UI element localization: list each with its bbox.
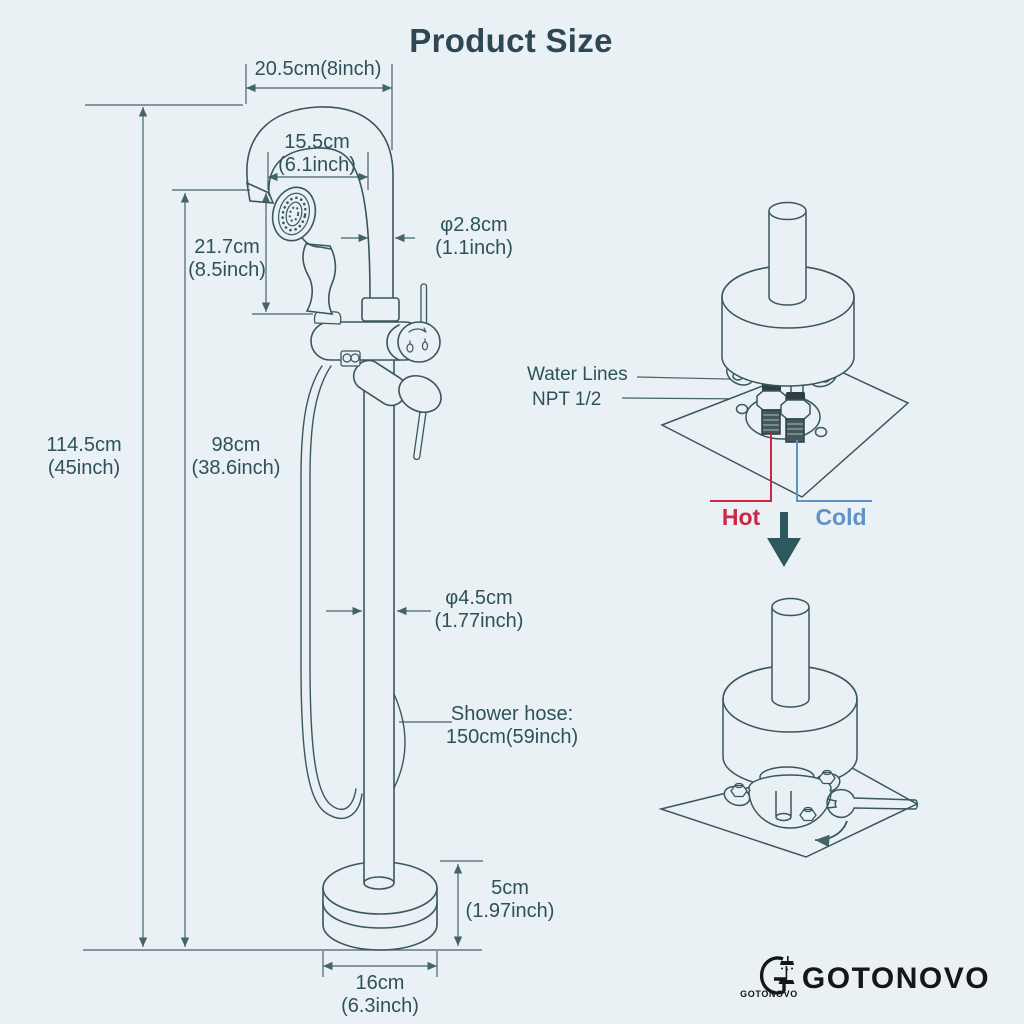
dim-text: 21.7cm — [194, 236, 260, 258]
dimension-lines — [83, 64, 772, 977]
faucet-base-body — [722, 597, 858, 788]
faucet-drawing — [245, 106, 442, 951]
cold-water-line — [796, 440, 872, 502]
dim-text: (8.5inch) — [188, 259, 266, 281]
dim-text: (1.77inch) — [434, 610, 524, 632]
dim-text: (6.1inch) — [278, 154, 356, 176]
install-diagram-bottom — [658, 597, 919, 858]
gotonovo-logo-icon — [759, 956, 795, 995]
diverter-knob — [386, 321, 441, 363]
dim-label-total-height: 114.5cm (45inch) — [46, 434, 121, 480]
dim-label-handshower-height: 21.7cm (8.5inch) — [188, 236, 266, 282]
handheld-shower — [271, 186, 342, 325]
dim-label-lower-pipe-diameter: φ4.5cm (1.77inch) — [435, 587, 524, 633]
riser-pipe — [363, 357, 395, 890]
faucet-base-body — [721, 201, 855, 387]
dim-text: Shower hose: — [450, 703, 574, 725]
install-diagram-top — [660, 201, 910, 502]
dim-text: 5cm — [491, 877, 529, 899]
water-lines-label: Water Lines — [527, 364, 628, 385]
down-arrow-icon — [767, 512, 801, 567]
dim-text: 98cm — [211, 434, 261, 456]
dim-label-upper-pipe-diameter: φ2.8cm (1.1inch) — [435, 214, 513, 260]
dim-text: (1.1inch) — [435, 237, 513, 259]
dim-text: (45inch) — [47, 457, 121, 479]
dim-text: 15.5cm — [284, 131, 350, 153]
page-title: Product Size — [409, 22, 613, 59]
dim-label-spout-height: 98cm (38.6inch) — [192, 434, 281, 480]
dim-label-base-width: 16cm (6.3inch) — [341, 972, 419, 1018]
hot-label: Hot — [721, 504, 761, 530]
hot-water-line — [710, 434, 772, 502]
dim-text: (38.6inch) — [191, 457, 281, 479]
dim-text: 150cm(59inch) — [445, 726, 579, 748]
dim-text: (6.3inch) — [341, 995, 419, 1017]
valve-body — [310, 283, 428, 367]
dim-text: 16cm — [355, 972, 405, 994]
brand-name-small: GOTONOVO — [740, 989, 798, 999]
wrench-icon — [826, 788, 918, 819]
shower-head-face — [271, 186, 317, 242]
curved-arrow-icon — [814, 820, 848, 848]
faucet-base — [322, 861, 438, 951]
dim-label-top-width: 20.5cm(8inch) — [255, 58, 382, 81]
mounting-bolts — [730, 769, 836, 822]
dim-label-shower-hose: Shower hose: 150cm(59inch) — [446, 703, 578, 749]
dim-text: 114.5cm — [46, 434, 122, 456]
dim-text: φ4.5cm — [445, 587, 513, 609]
dim-label-inner-width: 15.5cm (6.1inch) — [278, 131, 356, 177]
dim-text: (1.97inch) — [465, 900, 555, 922]
cold-label: Cold — [815, 504, 867, 530]
dim-text: 20.5cm(8inch) — [254, 58, 382, 80]
dim-text: φ2.8cm — [440, 214, 508, 236]
gooseneck-spout — [245, 106, 400, 322]
brand-name: GOTONOVO — [801, 962, 991, 995]
dim-label-base-height: 5cm (1.97inch) — [466, 877, 555, 923]
tub-spout-handle — [352, 359, 442, 461]
npt-label: NPT 1/2 — [532, 389, 602, 410]
shower-hose — [300, 365, 406, 819]
